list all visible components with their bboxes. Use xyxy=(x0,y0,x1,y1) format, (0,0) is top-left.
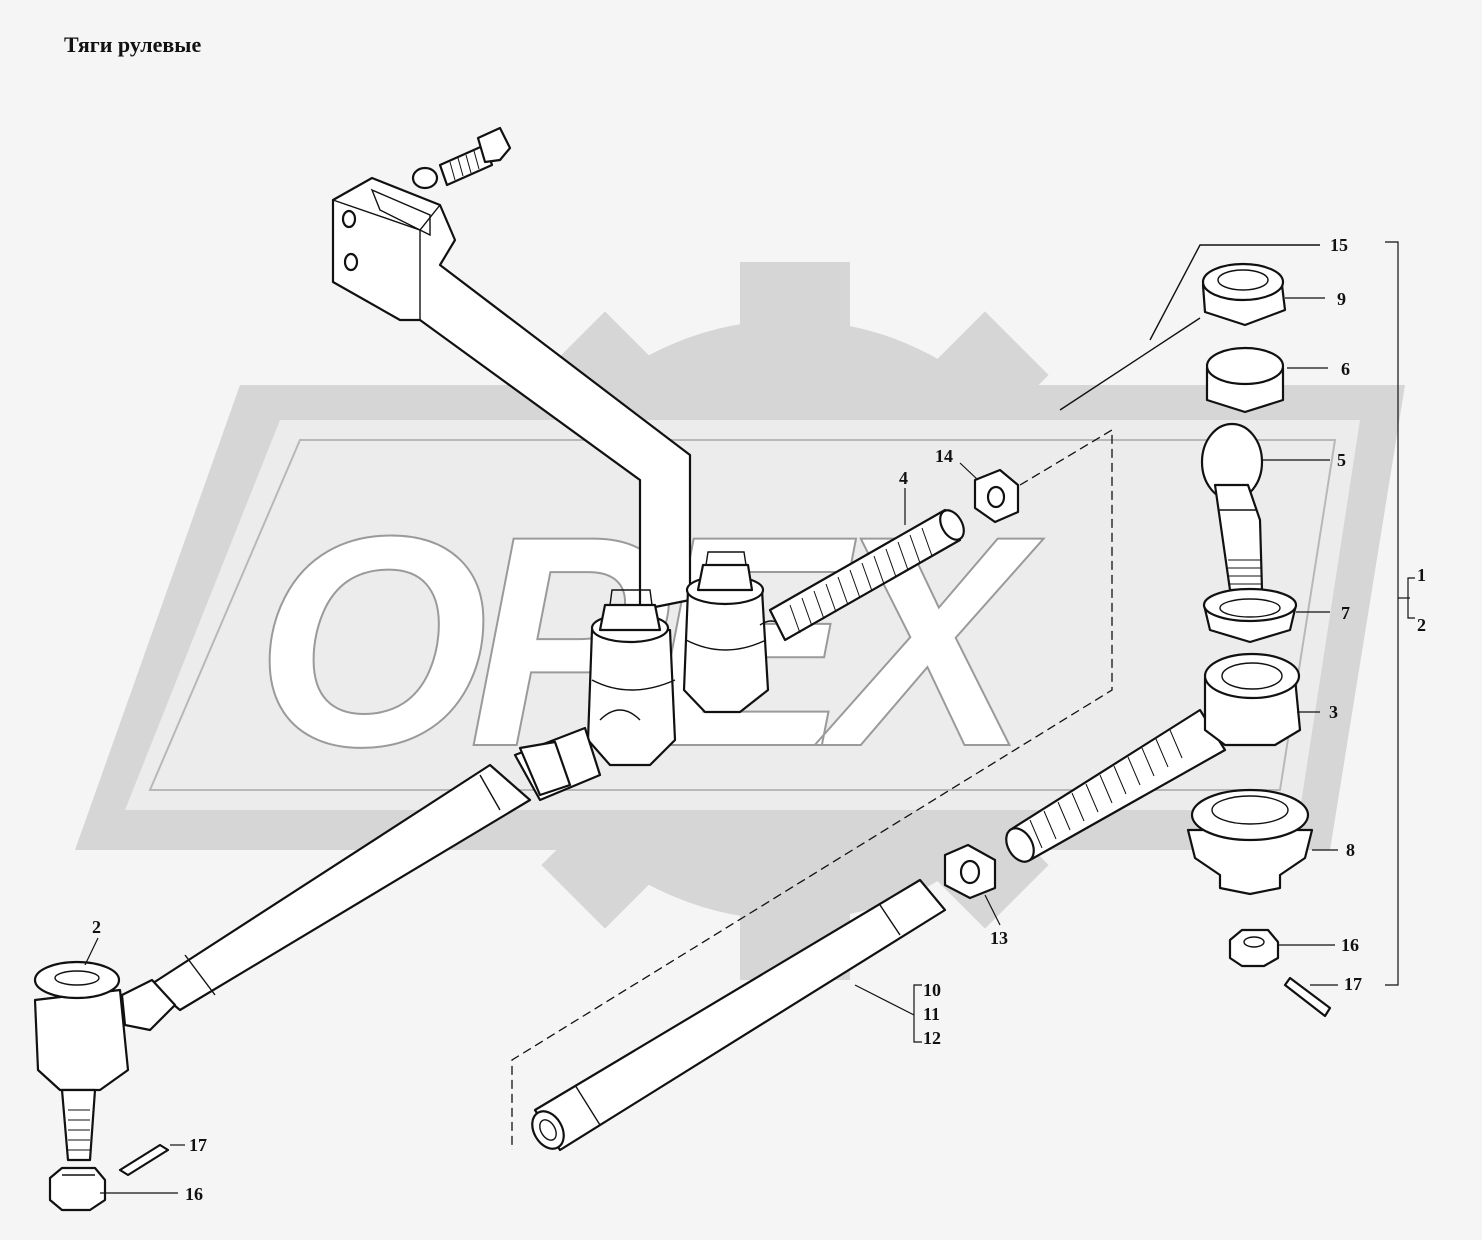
tie-rod-main xyxy=(148,726,602,1012)
label-11: 11 xyxy=(923,1004,940,1024)
label-12: 12 xyxy=(923,1028,941,1048)
part-8-housing xyxy=(1186,788,1314,896)
clamp-bolt xyxy=(411,126,512,190)
label-4: 4 xyxy=(899,468,908,488)
label-9: 9 xyxy=(1337,289,1346,309)
label-13: 13 xyxy=(990,928,1008,948)
label-14: 14 xyxy=(935,446,953,466)
label-16-right: 16 xyxy=(1341,935,1359,955)
label-15: 15 xyxy=(1330,235,1348,255)
part-9-ring xyxy=(1201,262,1287,327)
label-5: 5 xyxy=(1337,450,1346,470)
dashed-guides xyxy=(511,244,1320,1150)
cotter-pin-right-17 xyxy=(1283,976,1332,1018)
part-5-ball-pin xyxy=(1200,422,1264,592)
label-2-left: 2 xyxy=(92,917,101,937)
label-1: 1 xyxy=(1417,565,1426,585)
label-17-right: 17 xyxy=(1344,974,1362,994)
page-title: Тяги рулевые xyxy=(64,32,202,57)
adjusting-tube xyxy=(531,878,947,1152)
nut-13 xyxy=(943,843,997,900)
nut-14 xyxy=(973,468,1020,524)
bracket-assembly-1-2 xyxy=(1385,241,1415,986)
ball-joint-left-2 xyxy=(33,960,177,1162)
lock-washer xyxy=(411,166,439,190)
bracket-10-12 xyxy=(913,984,922,1043)
threaded-rod-4 xyxy=(768,508,965,642)
label-6: 6 xyxy=(1341,359,1350,379)
castle-nut-right-16 xyxy=(1228,928,1280,968)
label-3: 3 xyxy=(1329,702,1338,722)
label-2-right: 2 xyxy=(1417,615,1426,635)
center-ball-joints xyxy=(586,551,786,767)
label-10: 10 xyxy=(923,980,941,1000)
castle-nut-left-16 xyxy=(48,1166,107,1212)
tie-rod-end-3 xyxy=(1005,652,1302,863)
part-7-seat xyxy=(1202,587,1298,644)
part-6-cup xyxy=(1205,346,1285,414)
label-8: 8 xyxy=(1346,840,1355,860)
label-7: 7 xyxy=(1341,603,1350,623)
cotter-pin-left-17 xyxy=(118,1143,170,1177)
part-labels: 15 9 6 5 1 2 7 3 8 16 17 14 4 13 10 11 1… xyxy=(92,235,1426,1204)
label-17-left: 17 xyxy=(189,1135,207,1155)
label-16-left: 16 xyxy=(185,1184,203,1204)
leader-lines xyxy=(84,297,1338,1194)
